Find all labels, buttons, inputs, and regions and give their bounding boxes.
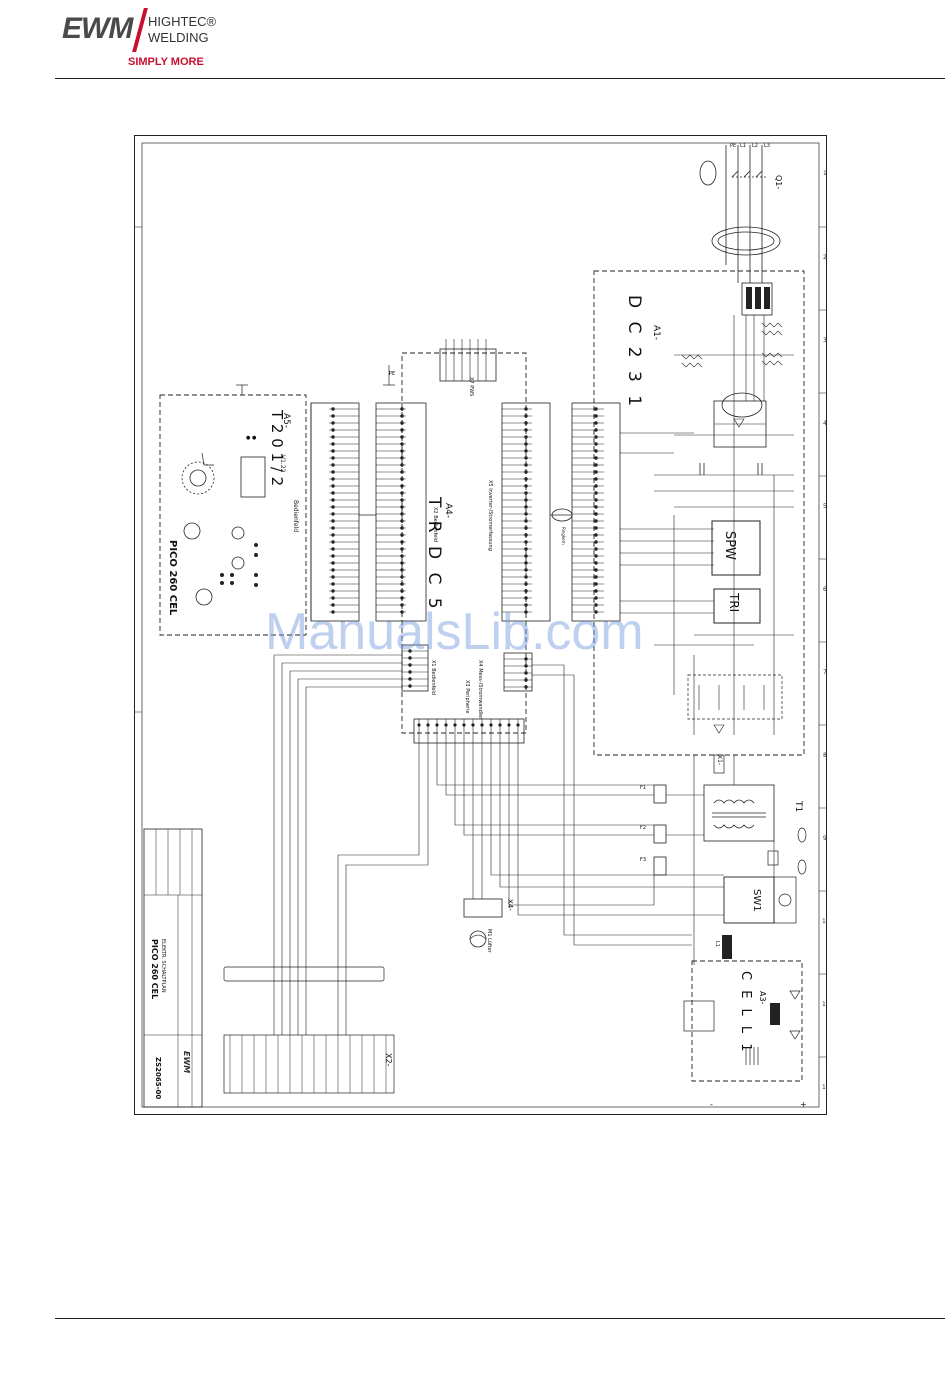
svg-text:4: 4 xyxy=(823,420,827,427)
logo-line1: HIGHTEC® xyxy=(148,14,217,29)
svg-text:1: 1 xyxy=(823,170,827,177)
grid-numbers: 1 2 3 4 5 6 7 8 9 10 11 12 xyxy=(822,170,827,1091)
header-rule xyxy=(55,78,945,79)
svg-text:SW1: SW1 xyxy=(751,889,762,912)
module-a1-border xyxy=(593,270,805,756)
svg-text:9: 9 xyxy=(823,835,827,842)
a1-name: D C 2 3 1 xyxy=(624,295,644,410)
a5-version: V1.22 xyxy=(279,455,286,473)
a5-sub: Bedienfeld xyxy=(292,500,299,532)
logo-ewm: EWM xyxy=(62,12,133,45)
svg-text:T1: T1 xyxy=(793,800,803,812)
svg-text:A3-: A3- xyxy=(758,991,767,1005)
module-a3-border xyxy=(691,960,803,1082)
a5-product: PICO 260 CEL xyxy=(167,540,178,616)
logo-line2: WELDING xyxy=(148,30,209,45)
a4-x1: X1 Bedienfeld xyxy=(430,660,436,695)
a4-x2: X2 Bedienfeld xyxy=(432,507,438,542)
svg-text:5: 5 xyxy=(823,503,827,510)
knob-scale xyxy=(181,461,215,495)
svg-text:X1-: X1- xyxy=(716,755,723,765)
footer-rule xyxy=(55,1318,945,1319)
svg-text:-: - xyxy=(710,1100,713,1109)
svg-text:3: 3 xyxy=(823,337,827,344)
terminal-pins xyxy=(329,339,604,743)
svg-text:● ●: ● ● xyxy=(246,435,257,441)
a4-id: A4- xyxy=(443,503,453,518)
a4-x4: X4 Mess-/Stromwandler xyxy=(477,660,483,720)
tri-block xyxy=(713,588,761,624)
button-3 xyxy=(231,556,245,570)
svg-text:F1: F1 xyxy=(640,785,646,791)
svg-text:L2: L2 xyxy=(752,143,758,149)
a3-name: C E L L 1 xyxy=(738,971,753,1055)
a4-x7: X7 PWS xyxy=(468,377,474,396)
a4-name: T R D C 5 xyxy=(424,496,444,613)
a1-id: A1- xyxy=(651,325,661,340)
svg-text:F3: F3 xyxy=(640,857,646,863)
button-1 xyxy=(183,522,201,540)
a4-x3: X3 Peripherie xyxy=(464,680,470,714)
a5-id: A5- xyxy=(281,413,291,428)
a4-x5: X5 Inverter-/Stromerfassung xyxy=(487,480,493,551)
svg-text:6: 6 xyxy=(823,586,827,593)
svg-text:M1 Lüfter: M1 Lüfter xyxy=(486,929,492,954)
logo-bar xyxy=(132,8,148,52)
title-block-logo: EWM xyxy=(182,1051,191,1073)
title-block-number: ZS2065-00 xyxy=(154,1057,162,1099)
spw-block xyxy=(711,520,761,576)
svg-text:PE: PE xyxy=(389,371,395,377)
logo-tagline: SIMPLY MORE xyxy=(128,56,204,68)
svg-text:+: + xyxy=(800,1100,807,1109)
button-2 xyxy=(231,526,245,540)
svg-text:7: 7 xyxy=(823,669,827,676)
svg-text:2: 2 xyxy=(823,254,827,261)
module-a5-border xyxy=(159,394,307,636)
l1-choke xyxy=(722,935,732,959)
svg-text:10: 10 xyxy=(822,918,827,925)
svg-text:F2: F2 xyxy=(640,825,646,831)
svg-text:12: 12 xyxy=(822,1084,827,1091)
svg-text:8: 8 xyxy=(823,752,827,759)
svg-text:L3: L3 xyxy=(764,143,770,149)
title-block-title: PICO 260 CEL xyxy=(150,939,159,999)
spw-label: SPW xyxy=(722,531,737,560)
a5-name: T 2 0 1 / 2 xyxy=(268,409,286,486)
company-logo: EWM HIGHTEC® WELDING SIMPLY MORE xyxy=(62,8,262,72)
svg-text:Ringkern: Ringkern xyxy=(561,527,566,545)
display-rect xyxy=(240,456,266,498)
svg-text:L1: L1 xyxy=(714,941,720,947)
svg-text:11: 11 xyxy=(822,1001,827,1008)
title-block xyxy=(143,828,203,1108)
svg-text:L1: L1 xyxy=(740,143,746,149)
button-4 xyxy=(195,588,213,606)
svg-text:X2-: X2- xyxy=(384,1053,393,1067)
svg-text:PE: PE xyxy=(730,143,736,149)
t1-block xyxy=(703,784,775,842)
title-block-subtitle: ELEKTR. SCHALTPLAN xyxy=(160,939,166,993)
knob xyxy=(189,469,207,487)
q1-label: Q1- xyxy=(774,175,783,189)
wiring-diagram: 1 2 3 4 5 6 7 8 9 10 11 12 A5- T 2 0 1 /… xyxy=(134,135,827,1115)
